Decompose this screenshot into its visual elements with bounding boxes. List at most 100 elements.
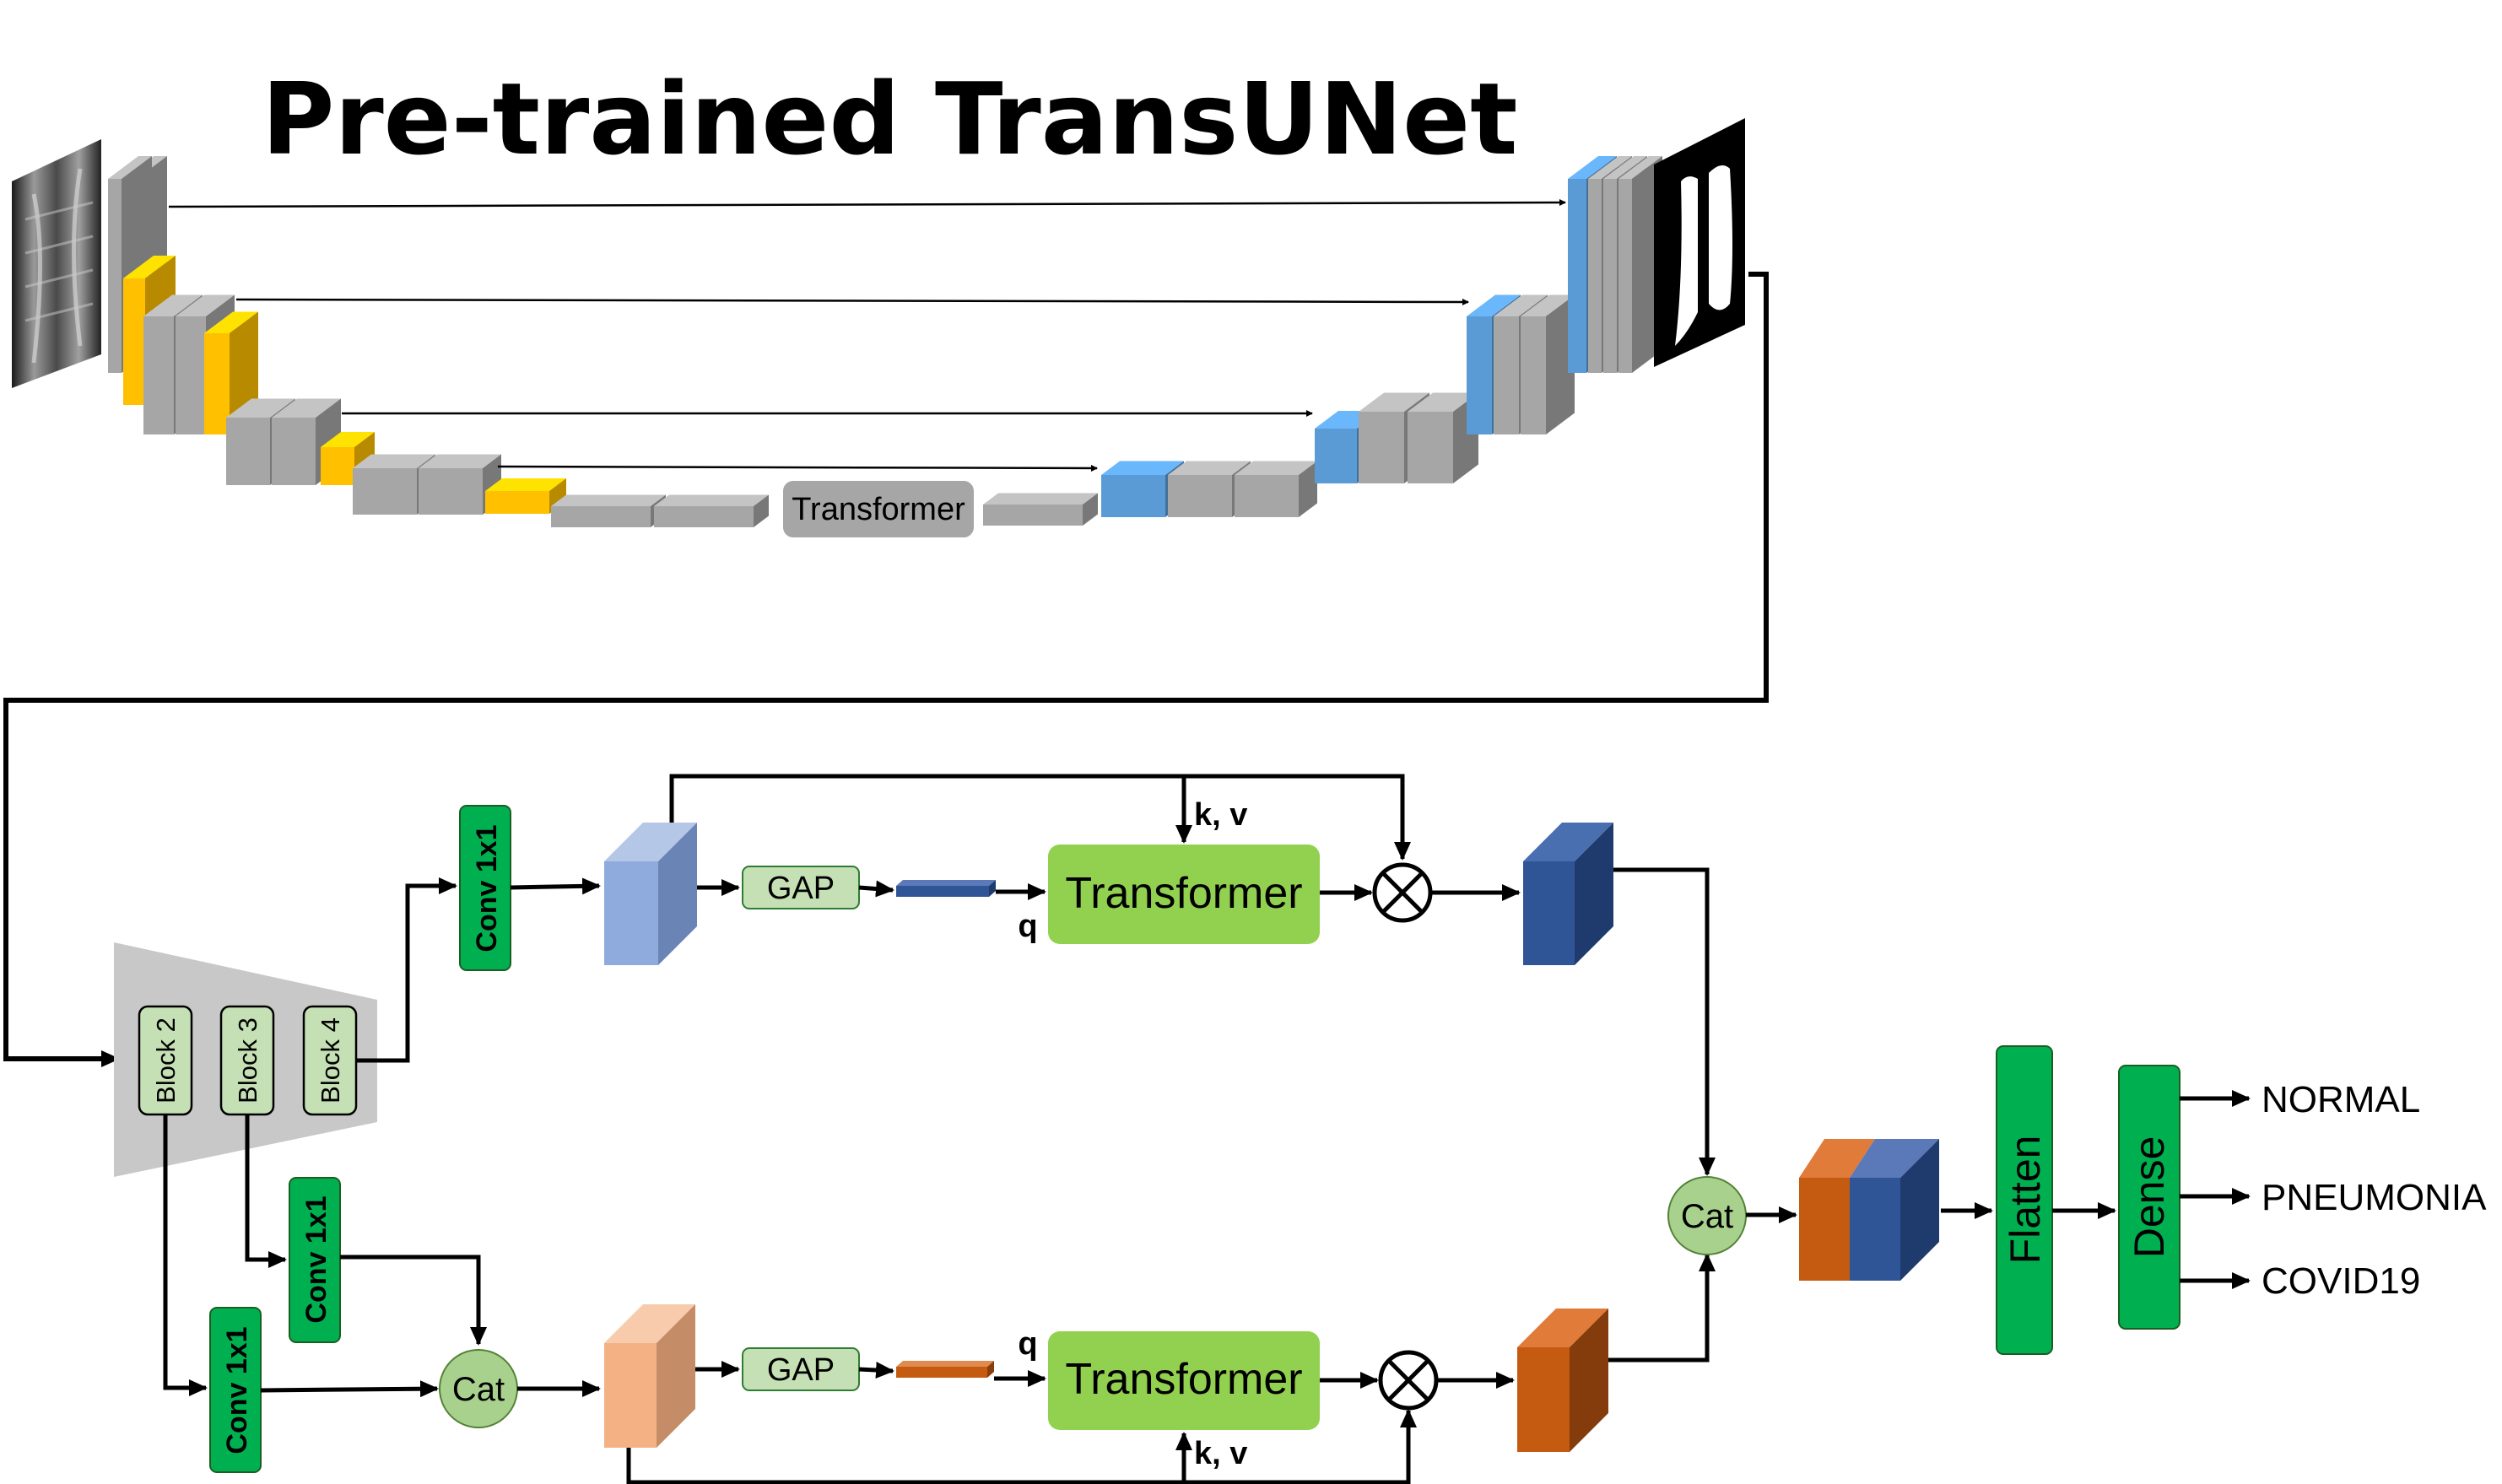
unet-block-16-front xyxy=(1168,475,1232,517)
concatenated-cube xyxy=(1799,1139,1939,1281)
unet-block-1-top xyxy=(108,156,152,179)
fusion-head: Cat Flatten Dense NORMAL PNEUMONIA COVID… xyxy=(1667,1045,2487,1355)
unet-block-5-front xyxy=(204,333,230,434)
fusion-cat-node: Cat xyxy=(1667,1176,1747,1255)
unet-block-22-front xyxy=(1494,316,1519,434)
unet-block-25-top xyxy=(1588,156,1632,179)
unet-block-8-front xyxy=(321,447,354,485)
unet-block-23-front xyxy=(1521,316,1546,434)
unet-block-12-top xyxy=(551,494,666,506)
unet-block-15-top xyxy=(1101,461,1184,475)
unet-block-13-side xyxy=(754,494,769,527)
bottom-branch: Conv 1x1 Conv 1x1 Cat GAP xyxy=(163,1114,1716,1484)
unet-block-3-front xyxy=(143,316,174,434)
unet-block-4-top xyxy=(176,294,235,316)
top-gap-label: GAP xyxy=(767,871,835,906)
unet-block-22-top xyxy=(1494,294,1548,316)
top-q-label: q xyxy=(1018,909,1037,944)
unet-block-11-front xyxy=(485,491,549,514)
unet-block-4-front xyxy=(176,316,206,434)
unet-block-13-top xyxy=(654,494,769,506)
top-gap-vector xyxy=(896,880,996,897)
bottom-cat-node: Cat xyxy=(439,1349,518,1428)
unet-block-21-front xyxy=(1467,316,1492,434)
xray-input-image xyxy=(12,139,101,388)
unet-block-27-front xyxy=(1618,179,1632,373)
top-feature-cube xyxy=(604,823,697,965)
bottom-kv-label: k, v xyxy=(1194,1436,1247,1471)
unet-block-20-front xyxy=(1408,412,1453,483)
dense-layer: Dense xyxy=(2118,1065,2180,1330)
unet-block-21-top xyxy=(1467,294,1521,316)
bottom-conv1x1-block3-label: Conv 1x1 xyxy=(300,1195,332,1323)
block-3: Block 3 xyxy=(219,1005,275,1116)
unet-block-5-top xyxy=(204,311,258,333)
unet-block-1-front xyxy=(108,179,122,373)
block-4: Block 4 xyxy=(302,1005,358,1116)
flatten-label: Flatten xyxy=(2002,1136,2049,1265)
bottom-conv1x1-block2-label: Conv 1x1 xyxy=(221,1326,253,1454)
bottom-feature-cube xyxy=(604,1304,695,1448)
bottom-conv1x1-block2: Conv 1x1 xyxy=(209,1307,262,1473)
top-conv1x1-label: Conv 1x1 xyxy=(471,824,503,952)
bottom-q-label: q xyxy=(1018,1326,1037,1362)
unet-block-16-top xyxy=(1168,461,1251,475)
top-output-cube xyxy=(1523,823,1613,965)
unet-block-10-front xyxy=(419,468,483,515)
backbone-blocks: Block 2 Block 3 Block 4 xyxy=(138,1005,358,1116)
unet-block-19-top xyxy=(1359,392,1429,412)
unet-block-25-front xyxy=(1588,179,1602,373)
bottom-multiply-op xyxy=(1378,1350,1439,1411)
unet-block-7-front xyxy=(272,418,316,485)
diagram-title: Pre-trained TransUNet xyxy=(262,61,1518,177)
block-2-label: Block 2 xyxy=(151,1017,181,1104)
unet-block-6-top xyxy=(226,398,295,418)
unet-block-17-side xyxy=(1299,461,1317,517)
skip-connections xyxy=(168,199,1566,472)
top-kv-label: k, v xyxy=(1194,797,1247,833)
transunet-architecture xyxy=(108,156,1662,527)
flatten-layer: Flatten xyxy=(1996,1045,2053,1355)
unet-block-9-top xyxy=(353,454,435,468)
bottom-gap-box: GAP xyxy=(742,1347,860,1391)
bottom-transformer-label: Transformer xyxy=(1065,1355,1302,1404)
unet-block-6-front xyxy=(226,418,270,485)
output-class-covid19: COVID19 xyxy=(2262,1260,2420,1302)
unet-transformer-label: Transformer xyxy=(792,492,965,527)
top-gap-box: GAP xyxy=(742,866,860,909)
unet-block-14-side xyxy=(1083,493,1098,526)
unet-to-backbone-connector xyxy=(3,272,1769,1067)
unet-block-2-front xyxy=(123,278,145,405)
unet-block-13-front xyxy=(654,506,754,527)
fusion-cat-label: Cat xyxy=(1681,1198,1733,1235)
top-branch: Conv 1x1 GAP q Transformer k, v xyxy=(356,774,1716,1176)
block-2: Block 2 xyxy=(138,1005,193,1116)
bottom-transformer-box: Transformer xyxy=(1048,1331,1320,1430)
top-conv1x1: Conv 1x1 xyxy=(459,805,511,971)
unet-block-23-side xyxy=(1546,294,1575,434)
dense-label: Dense xyxy=(2126,1136,2173,1259)
segmentation-mask-image xyxy=(1654,118,1745,367)
unet-block-14-top xyxy=(983,493,1098,505)
unet-block-20-top xyxy=(1408,392,1478,412)
unet-block-18-front xyxy=(1315,429,1357,483)
unet-block-8-top xyxy=(321,432,375,447)
unet-block-7-top xyxy=(272,398,341,418)
bottom-gap-label: GAP xyxy=(767,1352,835,1388)
bottom-gap-vector xyxy=(896,1361,994,1378)
unet-block-27-top xyxy=(1618,156,1662,179)
unet-block-10-top xyxy=(419,454,501,468)
bottom-conv1x1-block3: Conv 1x1 xyxy=(289,1177,341,1343)
unet-block-19-front xyxy=(1359,412,1404,483)
unet-block-2-top xyxy=(123,256,176,278)
unet-block-14-front xyxy=(983,505,1083,526)
output-class-normal: NORMAL xyxy=(2262,1079,2420,1120)
unet-block-24-front xyxy=(1568,179,1586,373)
output-class-pneumonia: PNEUMONIA xyxy=(2262,1177,2487,1218)
unet-block-26-top xyxy=(1603,156,1647,179)
top-transformer-box: Transformer xyxy=(1048,845,1320,944)
top-transformer-label: Transformer xyxy=(1065,869,1302,918)
unet-block-9-front xyxy=(353,468,417,515)
block-4-label: Block 4 xyxy=(316,1017,345,1104)
